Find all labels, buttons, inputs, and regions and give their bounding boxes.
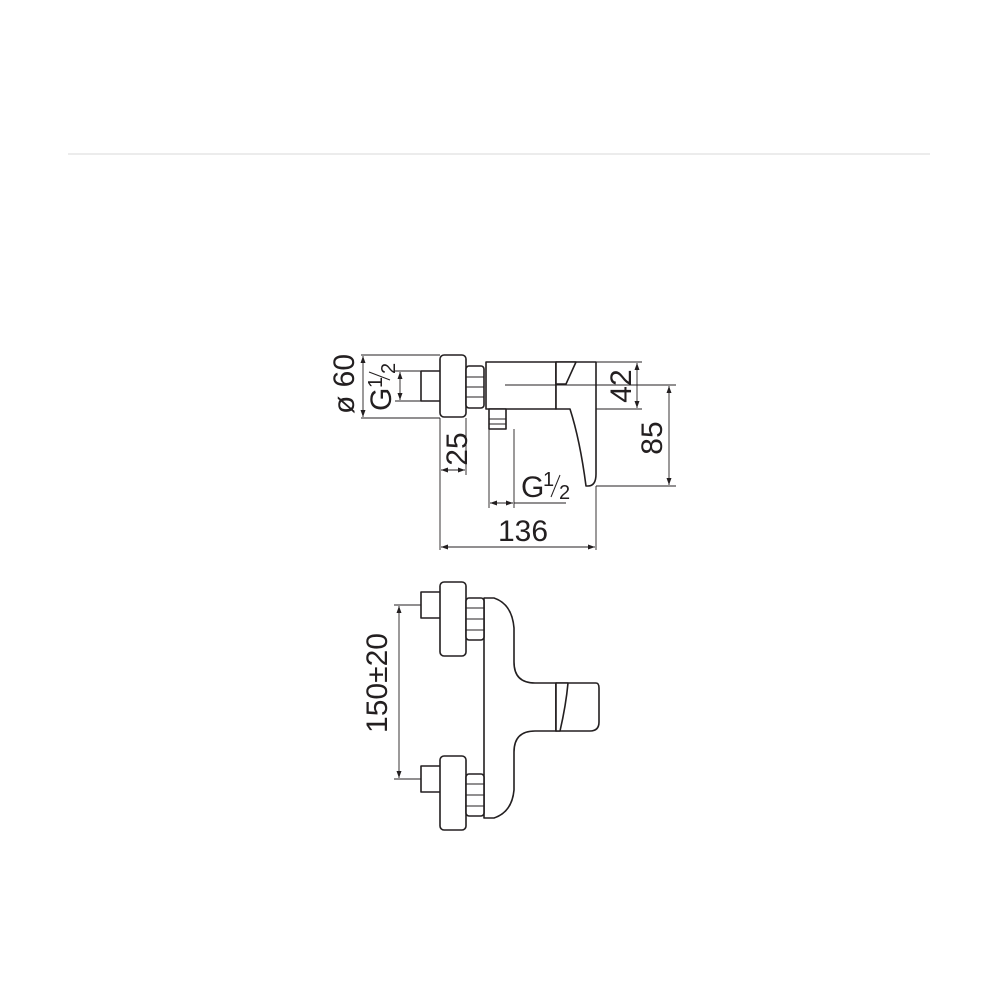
inlet-thread-num: 1 <box>365 377 387 388</box>
front-mixer-body <box>483 597 557 819</box>
dim-25: 25 <box>439 418 474 550</box>
front-lower-rosette <box>439 755 467 831</box>
spacing-label: 150±20 <box>361 633 394 733</box>
depth-25-label: 25 <box>441 432 474 465</box>
dim-85: 85 <box>596 386 676 487</box>
side-mixer-body <box>485 361 557 410</box>
side-lever <box>555 361 597 487</box>
height-85-label: 85 <box>636 421 669 454</box>
outlet-thread-den: 2 <box>559 482 570 504</box>
dim-inlet-thread: G 1 2 <box>365 363 421 411</box>
inlet-thread-label: G <box>365 388 398 411</box>
front-upper-rosette <box>439 581 467 657</box>
inlet-thread-den: 2 <box>378 363 400 374</box>
dim-spacing: 150±20 <box>361 604 421 780</box>
front-lower-stub <box>420 765 442 793</box>
front-upper-stub <box>420 591 442 619</box>
side-rosette <box>439 354 467 418</box>
height-42-label: 42 <box>605 369 638 402</box>
dim-42: 42 <box>505 361 676 410</box>
dim-diameter: ø 60 <box>328 354 440 419</box>
dim-136: 136 <box>441 486 597 550</box>
side-inlet-stub <box>420 370 442 402</box>
front-view <box>420 581 600 831</box>
dim-outlet-thread: G 1 2 <box>488 429 570 508</box>
diameter-label: ø 60 <box>328 354 361 414</box>
side-view <box>420 354 597 487</box>
width-136-label: 136 <box>498 515 548 548</box>
outlet-thread-num: 1 <box>543 469 554 491</box>
outlet-thread-label: G <box>521 471 544 504</box>
